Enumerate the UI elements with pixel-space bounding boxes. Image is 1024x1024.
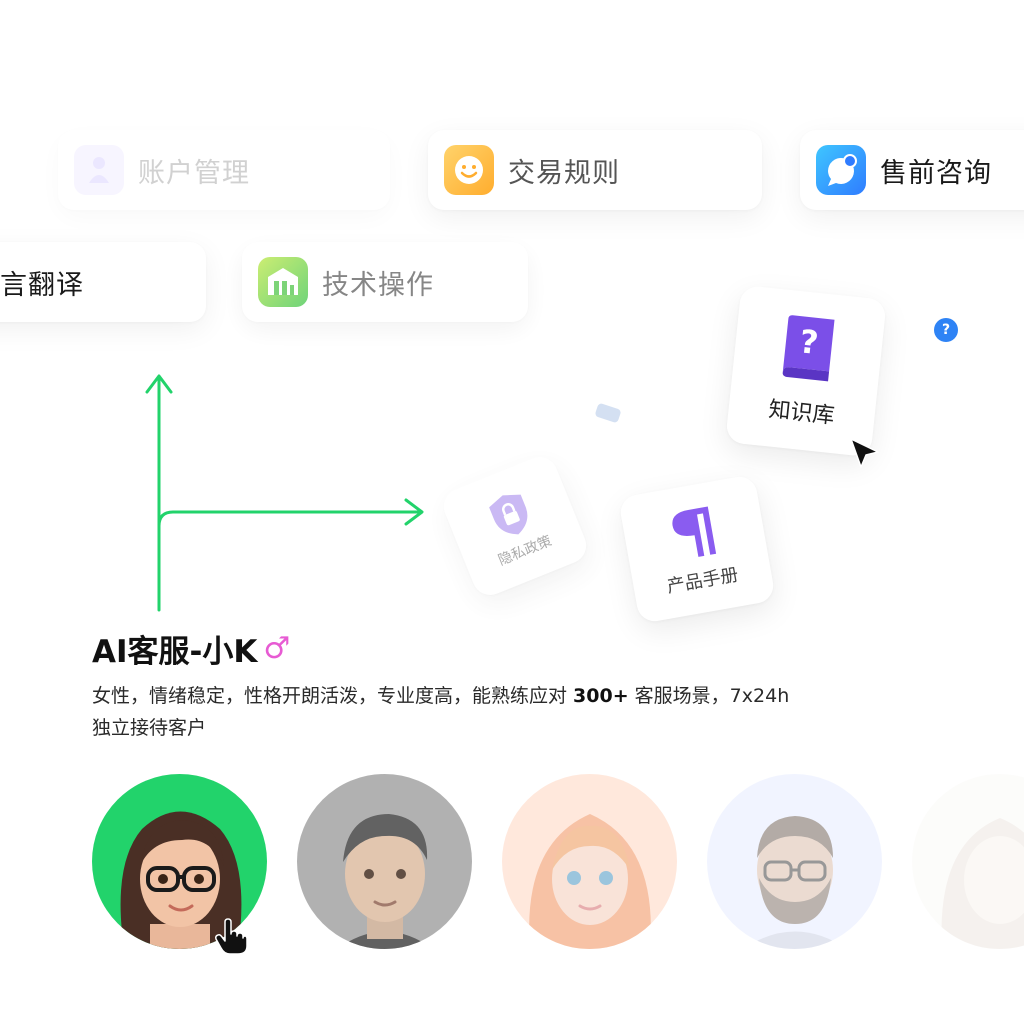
profile-title: AI客服-小K ♂ [92,626,290,671]
axis-arrows [145,374,424,612]
gender-icon: ♂ [263,631,291,666]
avatar-female-faded[interactable] [912,774,1024,949]
profile-desc-text: 女性，情绪稳定，性格开朗活泼，专业度高，能熟练应对 [92,685,574,707]
category-label: 交易规则 [508,157,620,189]
category-label: 言翻译 [0,269,84,301]
person-icon [74,145,124,195]
tag-decoration [594,402,622,424]
smiley-icon [444,145,494,195]
card-label: 知识库 [767,397,836,430]
question-book-icon: ? [782,315,835,382]
card-label: 产品手册 [665,564,740,598]
card-product-manual[interactable]: 产品手册 [617,473,777,625]
svg-text:?: ? [798,322,820,362]
building-icon [258,257,308,307]
category-label: 技术操作 [322,269,434,301]
profile-desc-highlight: 300+ [573,685,629,707]
category-translate[interactable]: 言翻译 [0,242,206,322]
category-tech-ops[interactable]: 技术操作 [242,242,528,322]
hand-pointer-icon [215,918,248,955]
mouse-pointer-icon [850,438,879,468]
help-bubble-icon: ? [934,318,958,342]
card-knowledge-base[interactable]: ? 知识库 [725,284,887,458]
profile-description: 女性，情绪稳定，性格开朗活泼，专业度高，能熟练应对 300+ 客服场景，7x24… [92,680,792,744]
category-trade-rules[interactable]: 交易规则 [428,130,762,210]
category-label: 售前咨询 [880,157,992,189]
category-presale[interactable]: 售前咨询 [800,130,1024,210]
profile-desc-text: 客服场景，7x24h 独立接待客户 [92,685,790,739]
avatar-female-redhead[interactable] [502,774,677,949]
avatar-male[interactable] [297,774,472,949]
avatar-male-bearded[interactable] [707,774,882,949]
profile-name: AI客服-小K [92,634,258,670]
shield-lock-icon [489,494,528,535]
chat-bubble-icon [816,145,866,195]
category-account[interactable]: 账户管理 [58,130,390,210]
avatar-female-glasses[interactable] [92,774,267,949]
pilcrow-icon [672,506,717,557]
card-privacy-policy[interactable]: 隐私政策 [438,451,592,601]
category-label: 账户管理 [138,157,250,189]
